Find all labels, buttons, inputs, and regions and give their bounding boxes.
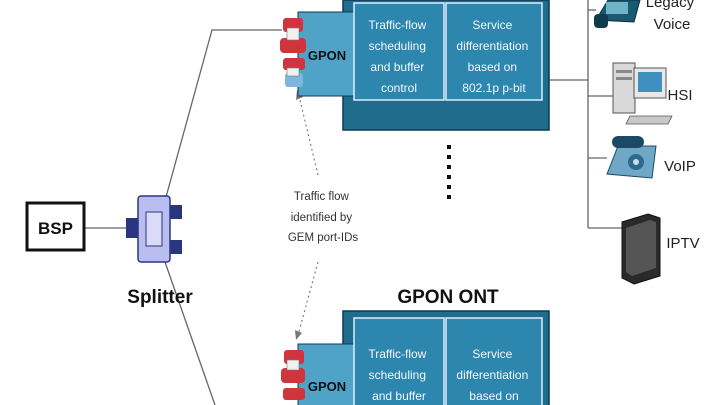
voip-phone-icon	[606, 136, 657, 179]
ont-bottom-box1-line: Traffic-flow	[368, 347, 426, 361]
ont-top-box1-line: and buffer	[370, 60, 424, 74]
legacy-voice-line: Voice	[654, 16, 691, 33]
ellipsis-dots	[447, 145, 451, 199]
ont-top-box1-text: Traffic-flow scheduling and buffer contr…	[368, 18, 429, 95]
splitter-label: Splitter	[127, 287, 193, 308]
splitter-node: Splitter	[126, 195, 193, 308]
ont-top-box2-line: 802.1p p-bit	[462, 81, 526, 95]
annotation-line-1: Traffic flow	[294, 191, 350, 203]
arrow-head-down	[295, 330, 302, 340]
ont-bottom-box1-text: Traffic-flow scheduling and buffer	[368, 347, 429, 403]
legacy-voice-label: Legacy Voice	[646, 0, 699, 33]
ont-bottom-title: GPON ONT	[397, 287, 499, 308]
annotation-line-3: GEM port-IDs	[288, 232, 359, 244]
ont-top-box1-line: Traffic-flow	[368, 18, 426, 32]
computer-icon	[612, 62, 673, 125]
ont-top-box2-line: based on	[468, 60, 517, 74]
hsi-label: HSI	[667, 87, 692, 104]
ont-top-box2-text: Service differentiation based on 802.1p …	[456, 18, 531, 95]
annotation-line-2: identified by	[291, 212, 353, 224]
annotation-text: Traffic flow identified by GEM port-IDs	[288, 191, 359, 244]
voip-label: VoIP	[664, 158, 696, 175]
ont-bottom-box1-line: and buffer	[372, 389, 426, 403]
ont-top-gpon-label: GPON	[308, 48, 346, 63]
legacy-phone-icon	[594, 0, 641, 28]
bsp-node: BSP	[25, 201, 86, 252]
ont-bottom: GPON Traffic-flow scheduling and buffer …	[281, 310, 550, 405]
iptv-label: IPTV	[666, 235, 699, 252]
ont-top-box1-line: scheduling	[369, 39, 426, 53]
splitter-bottom-ont-link	[164, 261, 216, 405]
annotation-arrow-down	[297, 261, 319, 336]
ont-bottom-box1-line: scheduling	[369, 368, 426, 382]
ont-bottom-box2-line: differentiation	[456, 368, 528, 382]
legacy-voice-line: Legacy	[646, 0, 695, 11]
annotation-arrow-up	[298, 95, 319, 176]
splitter-top-ont-link	[165, 29, 282, 198]
ont-bottom-box2-line: based on	[469, 389, 518, 403]
ont-top-box2-line: differentiation	[456, 39, 528, 53]
ont-top: GPON Traffic-flow scheduling and buffer …	[280, 0, 550, 131]
ont-bottom-box2-text: Service differentiation based on	[456, 347, 531, 403]
ont-top-box1-line: control	[381, 81, 417, 95]
ont-top-box2-line: Service	[472, 18, 512, 32]
ont-bottom-box2-line: Service	[472, 347, 512, 361]
ont-bottom-gpon-label: GPON	[308, 379, 346, 394]
bsp-label: BSP	[38, 219, 73, 238]
tv-icon	[621, 213, 661, 285]
